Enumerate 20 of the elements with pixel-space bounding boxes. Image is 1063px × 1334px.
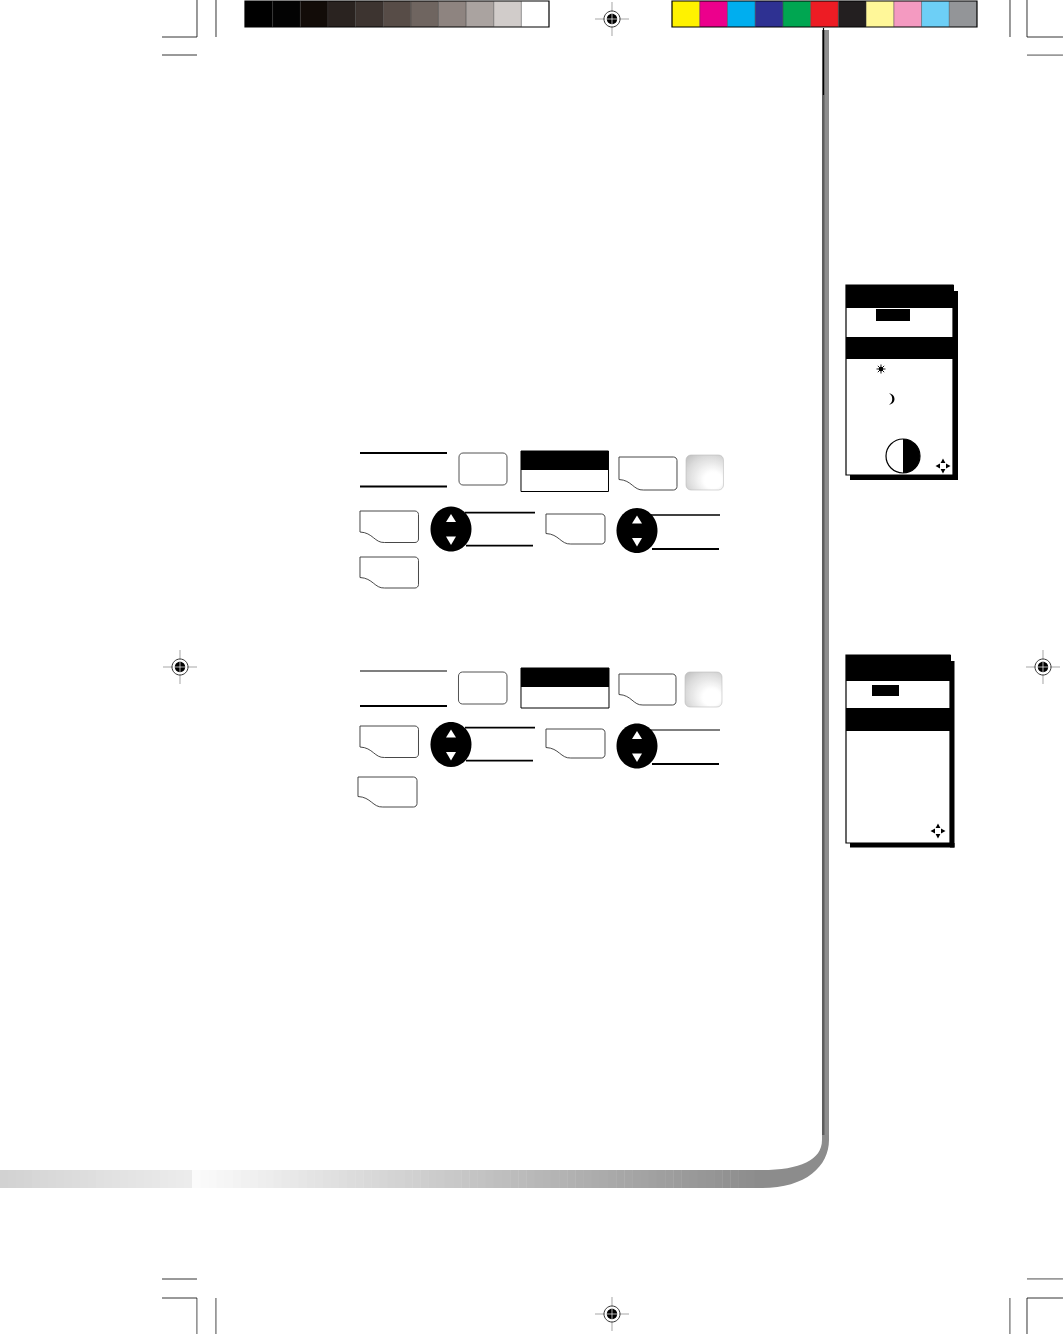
key-icon [458, 452, 508, 486]
soft-key-icon [545, 513, 606, 545]
arrow-key-icon [430, 506, 472, 552]
arrow-key-icon [616, 508, 658, 553]
soft-key-icon [618, 456, 678, 491]
shaded-key-icon [685, 454, 724, 491]
shaded-key-icon [684, 671, 723, 708]
soft-key-icon [359, 510, 419, 543]
screen-icon [520, 450, 609, 492]
soft-key-icon [359, 556, 419, 589]
key-icon [458, 671, 508, 705]
screen-icon [520, 667, 610, 709]
arrow-key-icon [430, 722, 472, 767]
soft-key-icon [618, 673, 677, 706]
display-panel [845, 654, 955, 848]
soft-key-icon [545, 728, 606, 759]
arrow-key-icon [616, 723, 658, 769]
soft-key-icon [359, 725, 419, 758]
soft-key-icon [357, 776, 418, 808]
display-panel [845, 284, 958, 480]
